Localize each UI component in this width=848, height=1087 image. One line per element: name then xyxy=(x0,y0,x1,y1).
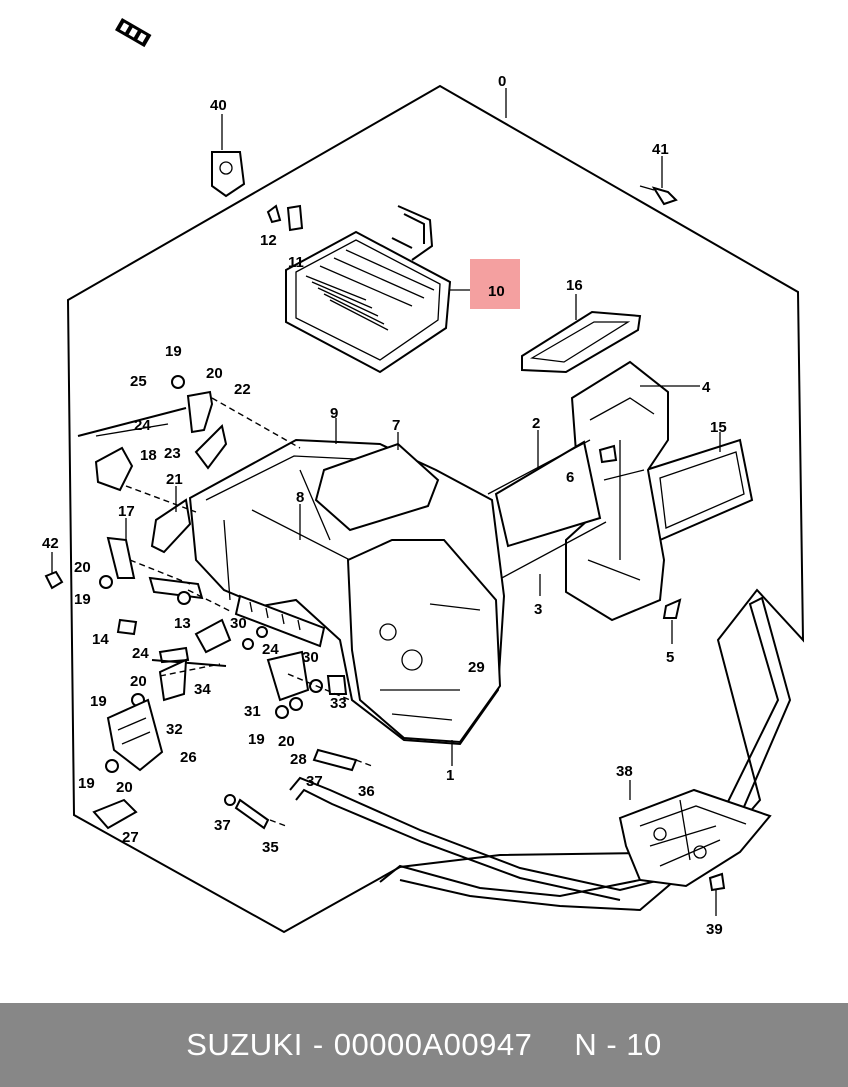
callout-24-c: 24 xyxy=(262,641,279,658)
callout-7: 7 xyxy=(392,417,400,434)
footer-bar: SUZUKI - 00000A00947 N - 10 xyxy=(0,1003,848,1087)
callout-2: 2 xyxy=(532,415,540,432)
callout-20-a: 20 xyxy=(206,365,223,382)
callout-29: 29 xyxy=(468,659,485,676)
callout-17: 17 xyxy=(118,503,135,520)
callout-20-b: 20 xyxy=(74,559,91,576)
callout-22: 22 xyxy=(234,381,251,398)
dashed-leaders xyxy=(125,397,373,827)
callout-38: 38 xyxy=(616,763,633,780)
callout-23: 23 xyxy=(164,445,181,462)
callout-25: 25 xyxy=(130,373,147,390)
parts-diagram: 0 40 41 12 11 10 16 4 19 20 25 22 9 7 2 … xyxy=(42,17,805,938)
highlight-box-10 xyxy=(470,259,520,309)
callout-10: 10 xyxy=(488,283,505,300)
callout-6: 6 xyxy=(566,469,574,486)
callout-35: 35 xyxy=(262,839,279,856)
callout-15: 15 xyxy=(710,419,727,436)
callout-34: 34 xyxy=(194,681,211,698)
housing-4 xyxy=(565,360,669,622)
callout-3: 3 xyxy=(534,601,542,618)
callout-37-a: 37 xyxy=(306,773,323,790)
callout-31: 31 xyxy=(244,703,261,720)
callout-8: 8 xyxy=(296,489,304,506)
callout-14: 14 xyxy=(92,631,109,648)
brand-logo-icon xyxy=(114,17,152,48)
callout-12: 12 xyxy=(260,232,277,249)
callout-32: 32 xyxy=(166,721,183,738)
callout-0: 0 xyxy=(498,73,506,90)
callout-40: 40 xyxy=(210,97,227,114)
callout-24-a: 24 xyxy=(134,417,151,434)
control-panel-38 xyxy=(618,788,772,892)
callout-27: 27 xyxy=(122,829,139,846)
callout-19-b: 19 xyxy=(74,591,91,608)
callout-20-c: 20 xyxy=(130,673,147,690)
assembly-boundary xyxy=(66,84,805,934)
footer-ref: N - 10 xyxy=(574,1027,662,1062)
control-cables xyxy=(289,596,792,912)
bolt-41 xyxy=(639,185,678,206)
callout-19-d: 19 xyxy=(248,731,265,748)
callout-28: 28 xyxy=(290,751,307,768)
callout-30-a: 30 xyxy=(230,615,247,632)
heater-core xyxy=(285,205,452,374)
callout-39: 39 xyxy=(706,921,723,938)
callout-26: 26 xyxy=(180,749,197,766)
filter-15 xyxy=(644,438,754,542)
callout-11: 11 xyxy=(288,254,304,271)
callout-19-a: 19 xyxy=(165,343,182,360)
callout-20-d: 20 xyxy=(278,733,295,750)
callout-33: 33 xyxy=(330,695,347,712)
footer-brand: SUZUKI xyxy=(186,1027,303,1062)
callout-13: 13 xyxy=(174,615,191,632)
callout-5: 5 xyxy=(666,649,674,666)
footer-part-number: 00000A00947 xyxy=(333,1027,533,1062)
callout-1: 1 xyxy=(446,767,454,784)
bracket-40 xyxy=(211,151,246,198)
callout-20-e: 20 xyxy=(116,779,133,796)
callout-4: 4 xyxy=(702,379,711,396)
footer-separator: - xyxy=(312,1027,324,1062)
callout-42: 42 xyxy=(42,535,59,552)
callout-36: 36 xyxy=(358,783,375,800)
gasket-16 xyxy=(521,310,642,374)
callout-24-b: 24 xyxy=(132,645,149,662)
callout-21: 21 xyxy=(166,471,183,488)
linkage-parts xyxy=(44,204,682,830)
callout-19-e: 19 xyxy=(78,775,95,792)
callout-9: 9 xyxy=(330,405,338,422)
callout-30-b: 30 xyxy=(302,649,319,666)
callout-41: 41 xyxy=(652,141,669,158)
callout-18: 18 xyxy=(140,447,157,464)
callout-labels: 0 40 41 12 11 10 16 4 19 20 25 22 9 7 2 … xyxy=(42,73,727,938)
callout-16: 16 xyxy=(566,277,583,294)
main-case xyxy=(188,438,506,746)
callout-19-c: 19 xyxy=(90,693,107,710)
callout-37-b: 37 xyxy=(214,817,231,834)
